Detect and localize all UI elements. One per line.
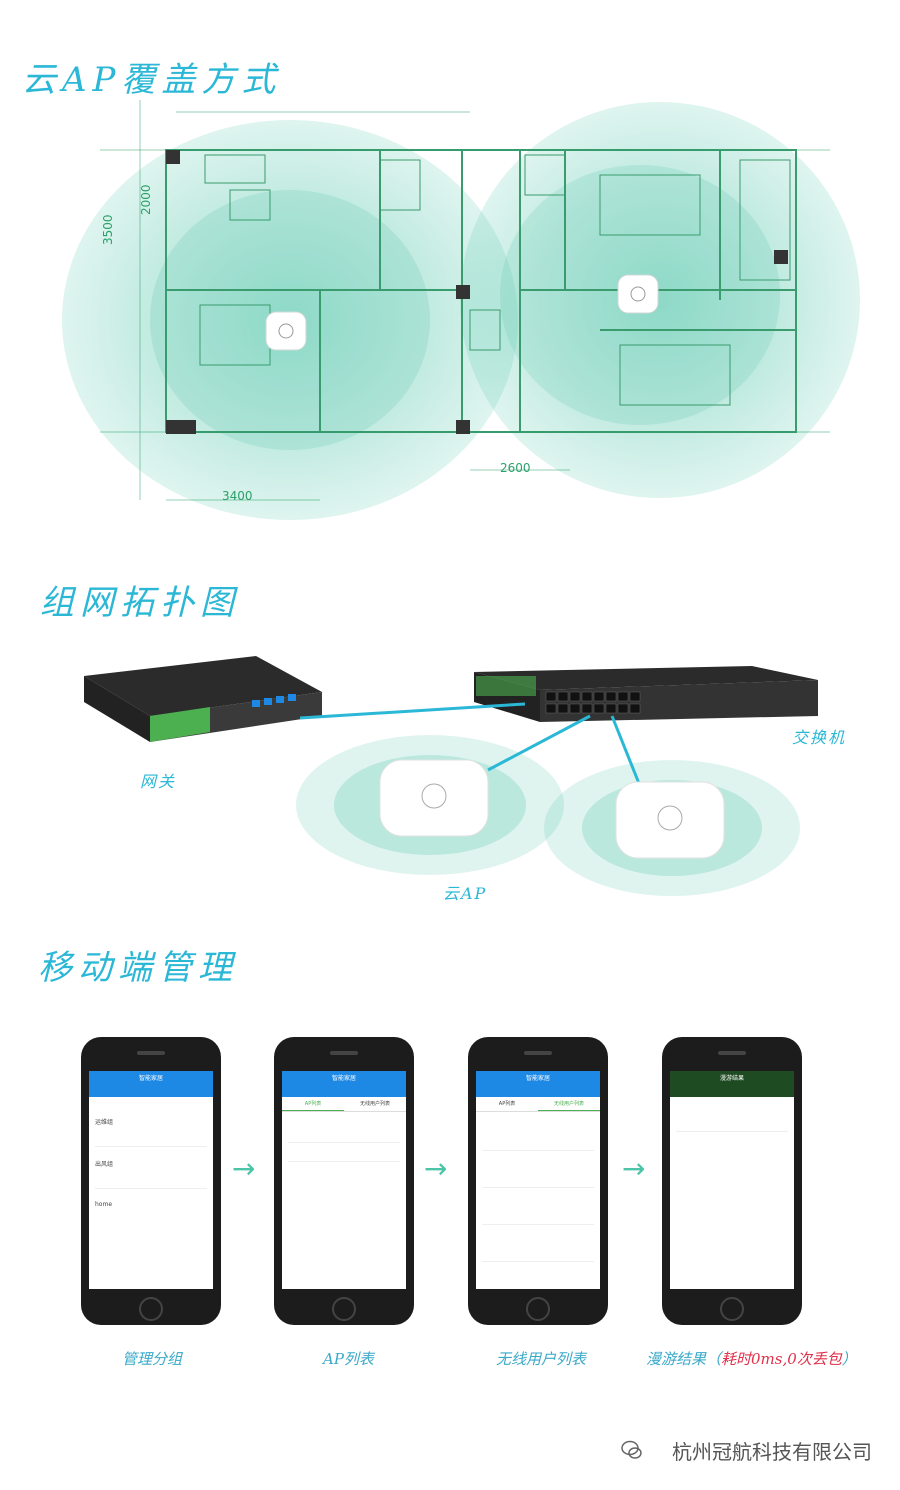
home-button[interactable] <box>720 1297 744 1321</box>
group-item[interactable]: 出风组 <box>95 1161 114 1168</box>
phone-screen: 智能家居 AP列表 无线用户列表 <box>282 1071 406 1289</box>
phone-ap-list: 智能家居 AP列表 无线用户列表 <box>274 1037 414 1325</box>
screen-title: 智能家居 <box>476 1071 600 1097</box>
caption-roaming-result: 漫游结果（耗时0ms,0次丢包） <box>646 1348 857 1369</box>
phone-screen: 漫游结果 <box>670 1071 794 1289</box>
svg-text:2000: 2000 <box>139 184 153 215</box>
screen-title: 智能家居 <box>282 1071 406 1097</box>
group-item[interactable]: 运维组 <box>95 1119 114 1126</box>
phone-speaker <box>330 1051 358 1055</box>
ap-device-right <box>617 274 659 314</box>
caption-group-management: 管理分组 <box>122 1350 183 1368</box>
home-button[interactable] <box>332 1297 356 1321</box>
caption-roaming-end: ） <box>841 1350 857 1368</box>
caption-wireless-users: 无线用户列表 <box>496 1350 587 1368</box>
phone-speaker <box>137 1051 165 1055</box>
arrow-icon: → <box>232 1152 256 1185</box>
tab-wireless-users[interactable]: 无线用户列表 <box>538 1097 600 1111</box>
caption-roaming-highlight: 耗时0ms,0次丢包 <box>721 1350 842 1368</box>
phone-wireless-users: 智能家居 AP列表 无线用户列表 <box>468 1037 608 1325</box>
gateway-label: 网关 <box>140 772 177 791</box>
coverage-area-right <box>460 102 860 498</box>
phone-group-management: 智能家居 运维组 出风组 home <box>81 1037 221 1325</box>
ap-device-left <box>265 311 307 351</box>
watermark-text: 杭州冠航科技有限公司 <box>672 1440 872 1464</box>
phone-speaker <box>524 1051 552 1055</box>
caption-ap-list: AP列表 <box>323 1350 374 1368</box>
arrow-icon: → <box>424 1152 448 1185</box>
svg-text:3400: 3400 <box>222 489 253 503</box>
arrow-icon: → <box>622 1152 646 1185</box>
tab-ap-list[interactable]: AP列表 <box>282 1097 344 1111</box>
tab-ap-list[interactable]: AP列表 <box>498 1101 516 1107</box>
phone-screen: 智能家居 AP列表 无线用户列表 <box>476 1071 600 1289</box>
screen-title: 漫游结果 <box>670 1071 794 1097</box>
phone-screen: 智能家居 运维组 出风组 home <box>89 1071 213 1289</box>
screen-title: 智能家居 <box>89 1071 213 1097</box>
svg-text:2600: 2600 <box>500 461 531 475</box>
tab-wireless-users[interactable]: 无线用户列表 <box>359 1101 390 1107</box>
group-item[interactable]: home <box>95 1201 113 1208</box>
home-button[interactable] <box>526 1297 550 1321</box>
home-button[interactable] <box>139 1297 163 1321</box>
caption-roaming-main: 漫游结果（ <box>646 1350 722 1368</box>
svg-text:3500: 3500 <box>101 214 115 245</box>
ap-label: 云AP <box>443 884 488 903</box>
switch-label: 交换机 <box>792 728 847 747</box>
wechat-icon <box>621 1440 642 1459</box>
phone-speaker <box>718 1051 746 1055</box>
section2-title: 组网拓扑图 <box>40 583 240 623</box>
phone-roaming-result: 漫游结果 <box>662 1037 802 1325</box>
section3-title: 移动端管理 <box>38 948 238 988</box>
section1-title: 云AP覆盖方式 <box>22 60 282 100</box>
